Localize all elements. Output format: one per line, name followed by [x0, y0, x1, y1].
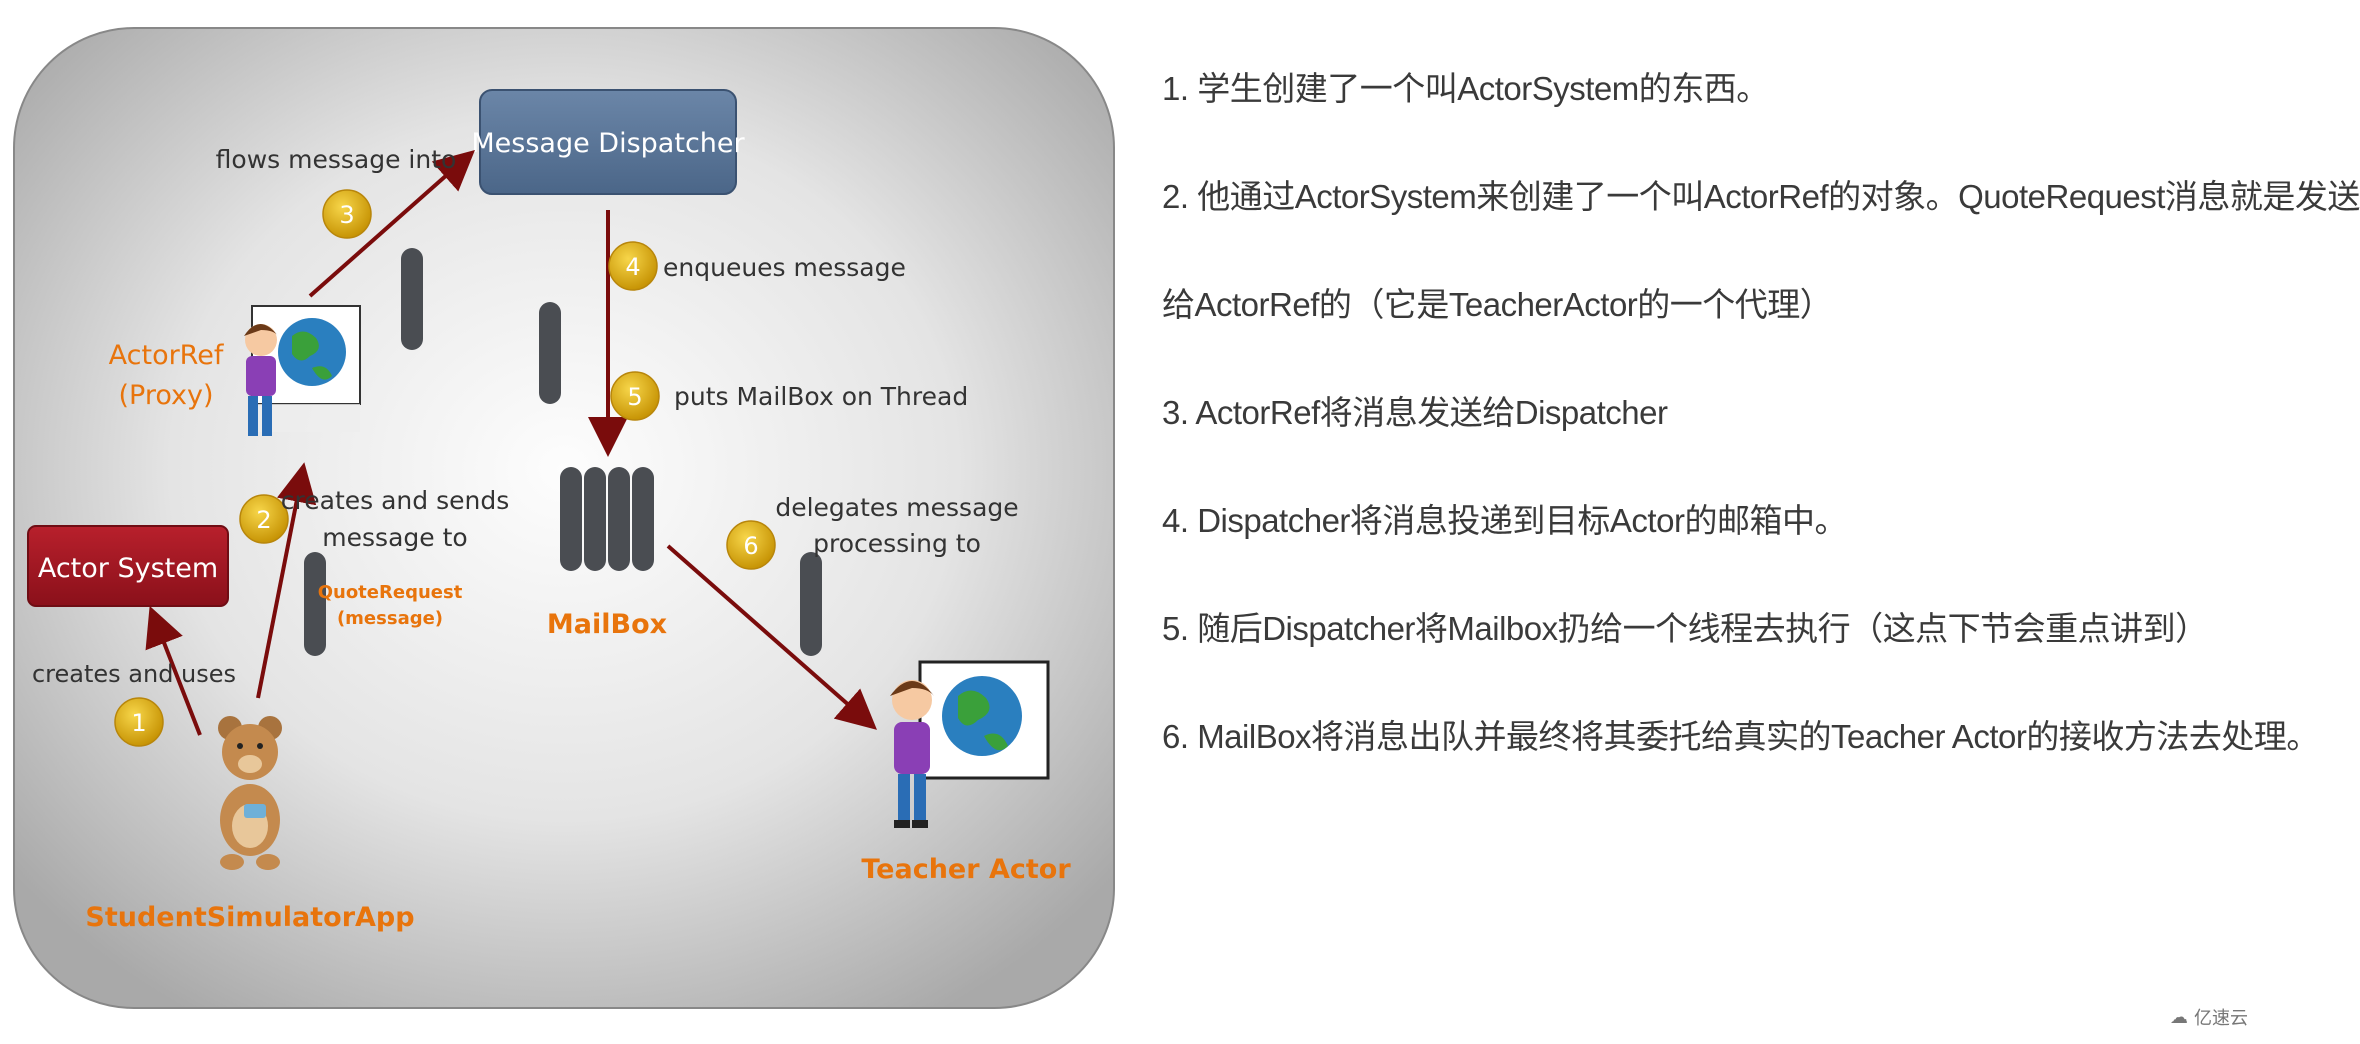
message-dispatcher-node: Message Dispatcher: [471, 89, 746, 195]
edge-label-2a: creates and sends: [281, 486, 509, 515]
actor-flow-diagram: Message Dispatcher Actor System MailBox …: [13, 27, 1115, 1009]
teacher-actor-figure: [890, 660, 1050, 828]
arrow-1: [145, 605, 202, 736]
edge-label-3: flows message into: [216, 145, 457, 174]
message-pill-1: [401, 248, 423, 350]
step-text-1: 1. 学生创建了一个叫ActorSystem的东西。: [1162, 70, 1769, 107]
edge-label-5: puts MailBox on Thread: [674, 382, 968, 411]
quote-request-label: QuoteRequest: [318, 582, 463, 603]
student-app-label: StudentSimulatorApp: [85, 902, 414, 933]
actor-ref-label: ActorRef: [109, 340, 225, 371]
edge-label-4: enqueues message: [663, 253, 906, 282]
step-text-4: 4. Dispatcher将消息投递到目标Actor的邮箱中。: [1162, 502, 1847, 539]
svg-text:1: 1: [131, 709, 146, 737]
step-badge-6: 6: [726, 520, 776, 570]
step-badge-2: 2: [239, 494, 289, 544]
svg-text:3: 3: [339, 201, 354, 229]
svg-text:6: 6: [743, 532, 758, 560]
step-text-3: 3. ActorRef将消息发送给Dispatcher: [1162, 394, 1668, 431]
arrow-3: [308, 150, 475, 298]
svg-text:5: 5: [627, 383, 642, 411]
mailbox-node: MailBox: [547, 467, 667, 640]
arrow-6: [666, 544, 878, 730]
actor-system-label: Actor System: [38, 553, 218, 584]
message-pill-2: [539, 302, 561, 404]
actor-ref-proxy-label: (Proxy): [118, 380, 213, 411]
step-text-2-continued: 给ActorRef的（它是TeacherActor的一个代理）: [1162, 286, 1833, 323]
watermark: ☁ 亿速云: [2170, 1004, 2248, 1030]
message-dispatcher-label: Message Dispatcher: [471, 128, 745, 159]
cloud-logo-icon: ☁: [2170, 1006, 2188, 1028]
message-pill-4: [800, 552, 822, 656]
watermark-text: 亿速云: [2194, 1008, 2248, 1029]
edge-label-6a: delegates message: [775, 493, 1018, 522]
edge-label-2b: message to: [322, 523, 467, 552]
edge-label-6b: processing to: [813, 529, 981, 558]
actor-ref-teacher-figure: [244, 305, 361, 436]
mailbox-label: MailBox: [547, 609, 667, 640]
step-badge-1: 1: [114, 697, 164, 747]
svg-text:4: 4: [625, 253, 640, 281]
step-badge-4: 4: [608, 241, 658, 291]
teacher-actor-label: Teacher Actor: [861, 854, 1071, 885]
step-badge-5: 5: [610, 371, 660, 421]
arrow-2: [256, 462, 317, 699]
step-text-6: 6. MailBox将消息出队并最终将其委托给真实的Teacher Actor的…: [1162, 718, 2319, 755]
actor-system-node: Actor System: [27, 525, 229, 607]
step-badge-3: 3: [322, 189, 372, 239]
step-text-2: 2. 他通过ActorSystem来创建了一个叫ActorRef的对象。Quot…: [1162, 178, 2360, 215]
message-pill-3: [304, 552, 326, 656]
student-bear-figure: [218, 716, 282, 870]
edge-label-1: creates and uses: [32, 660, 236, 688]
step-text-5: 5. 随后Dispatcher将Mailbox扔给一个线程去执行（这点下节会重点…: [1162, 610, 2208, 647]
svg-text:2: 2: [256, 506, 271, 534]
quote-request-sub-label: (message): [337, 608, 443, 629]
